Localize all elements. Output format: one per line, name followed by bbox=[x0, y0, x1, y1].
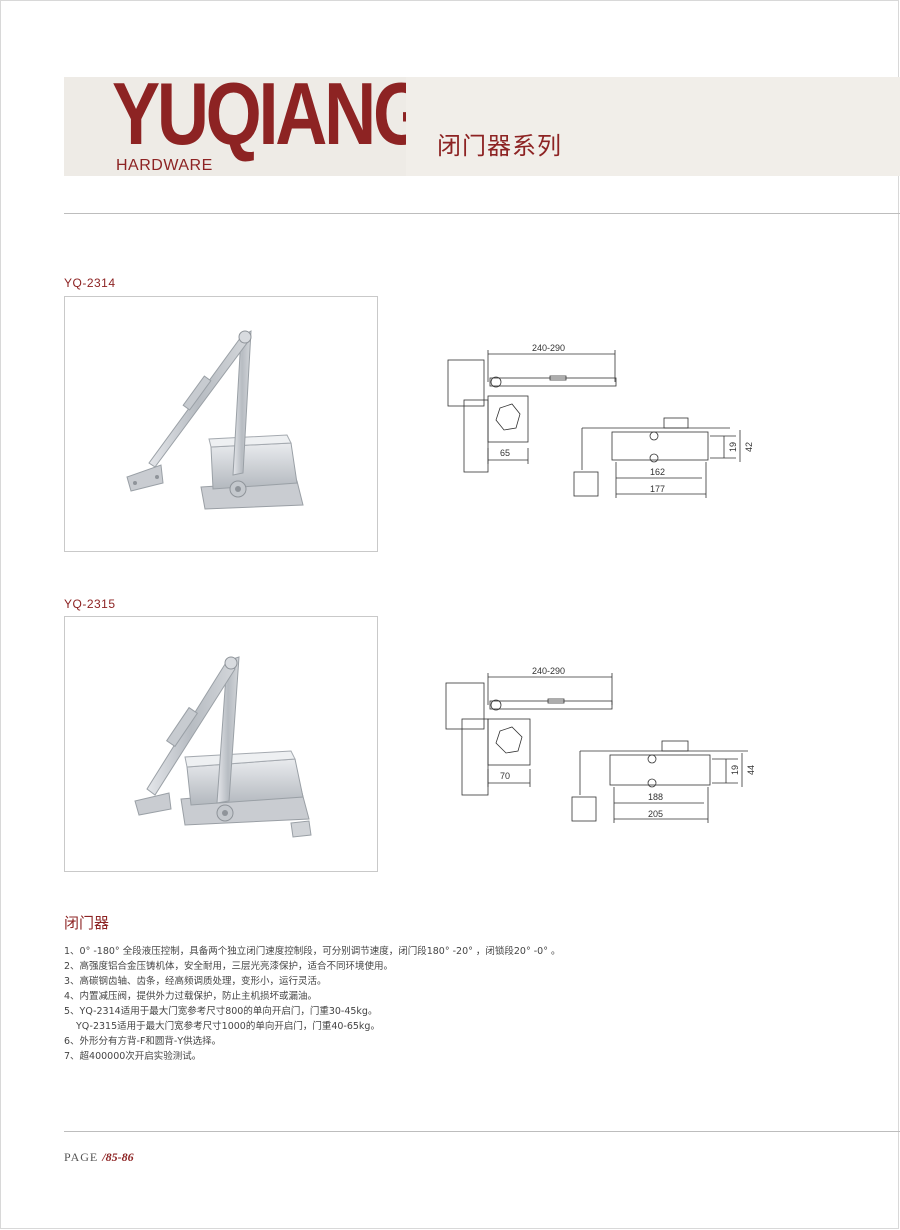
dim-h1-1: 19 bbox=[728, 442, 738, 452]
page-number: PAGE /85-86 bbox=[64, 1150, 134, 1165]
feature-item: YQ-2315适用于最大门宽参考尺寸1000的单向开启门，门重40-65kg。 bbox=[76, 1021, 380, 1032]
diagram-drawing-1: 240-290 65 162 177 19 42 bbox=[447, 343, 754, 498]
footer-divider bbox=[64, 1131, 900, 1132]
diagram-drawing-2: 240-290 70 188 205 19 44 bbox=[445, 666, 756, 823]
product-photo-1 bbox=[64, 296, 378, 552]
feature-item: 2、高强度铝合金压铸机体，安全耐用，三层光亮漆保护，适合不同环境使用。 bbox=[64, 961, 394, 972]
model-label-2: YQ-2315 bbox=[64, 597, 116, 611]
feature-list: 1、0° -180° 全段液压控制，具备两个独立闭门速度控制段，可分别调节速度，… bbox=[64, 944, 560, 1064]
brand-logo: YUQIANG bbox=[112, 64, 429, 163]
dim-h2-1: 42 bbox=[744, 442, 754, 452]
feature-item: 3、高碳钢齿轴、齿条，经高频调质处理，变形小，运行灵活。 bbox=[64, 976, 327, 987]
dim-arm-2: 240-290 bbox=[532, 666, 565, 676]
dim-inner-1: 162 bbox=[650, 467, 665, 477]
dim-h1-2: 19 bbox=[730, 765, 740, 775]
product-photo-2 bbox=[64, 616, 378, 872]
logo-background bbox=[64, 77, 406, 176]
dim-arm-1: 240-290 bbox=[532, 343, 565, 353]
dim-h2-2: 44 bbox=[746, 765, 756, 775]
page-prefix: PAGE bbox=[64, 1150, 99, 1164]
brand-subtitle: HARDWARE bbox=[116, 157, 213, 174]
dim-side-2: 70 bbox=[500, 771, 510, 781]
door-closer-image-1 bbox=[126, 330, 304, 510]
model-label-1: YQ-2314 bbox=[64, 276, 116, 290]
dim-outer-1: 177 bbox=[650, 484, 665, 494]
feature-item: 1、0° -180° 全段液压控制，具备两个独立闭门速度控制段，可分别调节速度，… bbox=[64, 946, 561, 957]
page-value: /85-86 bbox=[102, 1150, 134, 1164]
dimension-diagram-2: 240-290 70 188 205 19 44 bbox=[440, 663, 760, 828]
feature-item: 5、YQ-2314适用于最大门宽参考尺寸800的单向开启门，门重30-45kg。 bbox=[64, 1006, 378, 1017]
title-background bbox=[406, 77, 900, 176]
feature-item: 7、超400000次开启实验测试。 bbox=[64, 1051, 202, 1062]
dim-outer-2: 205 bbox=[648, 809, 663, 819]
dim-inner-2: 188 bbox=[648, 792, 663, 802]
section-title: 闭门器 bbox=[64, 914, 110, 932]
feature-item: 6、外形分有方背-F和圆背-Y供选择。 bbox=[64, 1036, 222, 1047]
dimension-diagram-1: 240-290 65 162 177 19 42 bbox=[440, 342, 760, 507]
series-title: 闭门器系列 bbox=[437, 132, 562, 160]
header-divider bbox=[64, 213, 900, 214]
door-closer-image-2 bbox=[134, 656, 312, 838]
feature-item: 4、内置减压阀，提供外力过载保护，防止主机损坏或漏油。 bbox=[64, 991, 318, 1002]
dim-side-1: 65 bbox=[500, 448, 510, 458]
